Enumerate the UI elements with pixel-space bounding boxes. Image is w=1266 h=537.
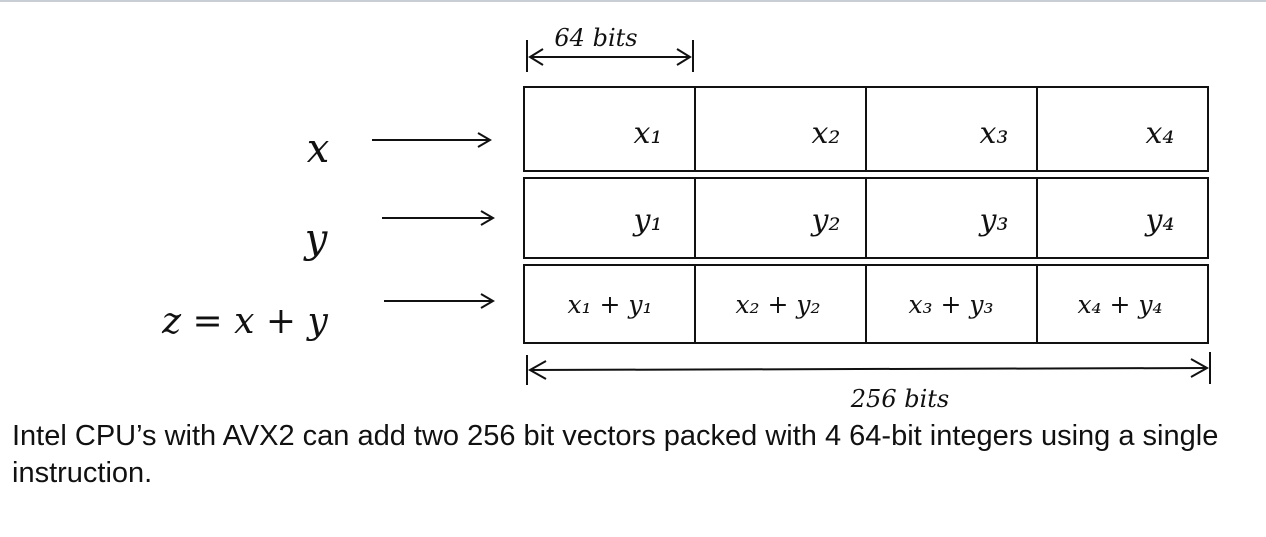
bottom-dimension-left-arrowhead bbox=[527, 360, 547, 380]
top-divider-line bbox=[0, 0, 1266, 2]
vector-z-cell-3: x₃ + y₃ bbox=[908, 290, 993, 319]
vector-x-cell-1: x₁ bbox=[634, 116, 663, 151]
vector-z-cell-1: x₁ + y₁ bbox=[567, 290, 652, 319]
vector-y-cell-2: y₂ bbox=[810, 203, 841, 238]
vector-z: x₁ + y₁ x₂ + y₂ x₃ + y₃ x₄ + y₄ bbox=[523, 264, 1209, 344]
bottom-dimension: 256 bits bbox=[526, 352, 1211, 413]
top-dimension: 64 bits bbox=[526, 24, 694, 72]
vector-y-cell-4: y₄ bbox=[1144, 203, 1175, 238]
bottom-width-label: 256 bits bbox=[850, 385, 949, 413]
top-dimension-right-arrowhead bbox=[676, 48, 692, 66]
row-label-z: z = x + y bbox=[161, 301, 328, 342]
simd-vector-diagram: 64 bits x y z = x + y x₁ x₂ x₃ x₄ y₁ y₂ … bbox=[161, 24, 1211, 413]
top-width-label: 64 bits bbox=[554, 24, 637, 52]
vector-y-cell-1: y₁ bbox=[632, 203, 663, 238]
row-label-x: x bbox=[307, 126, 330, 172]
vector-x-cell-4: x₄ bbox=[1146, 116, 1175, 151]
figure-caption: Intel CPU’s with AVX2 can add two 256 bi… bbox=[12, 420, 1219, 489]
vector-y-cell-3: y₃ bbox=[978, 203, 1009, 238]
vector-z-cell-2: x₂ + y₂ bbox=[735, 290, 820, 319]
top-dimension-left-arrowhead bbox=[528, 48, 544, 66]
vector-y: y₁ y₂ y₃ y₄ bbox=[523, 177, 1209, 259]
row-label-y: y bbox=[303, 216, 329, 262]
vector-z-cell-4: x₄ + y₄ bbox=[1077, 290, 1162, 319]
vector-x: x₁ x₂ x₃ x₄ bbox=[523, 86, 1209, 172]
bottom-dimension-line bbox=[529, 367, 1208, 371]
bottom-dimension-right-arrowhead bbox=[1190, 358, 1210, 378]
vector-x-cell-2: x₂ bbox=[812, 116, 841, 151]
vector-x-cell-3: x₃ bbox=[980, 116, 1009, 151]
